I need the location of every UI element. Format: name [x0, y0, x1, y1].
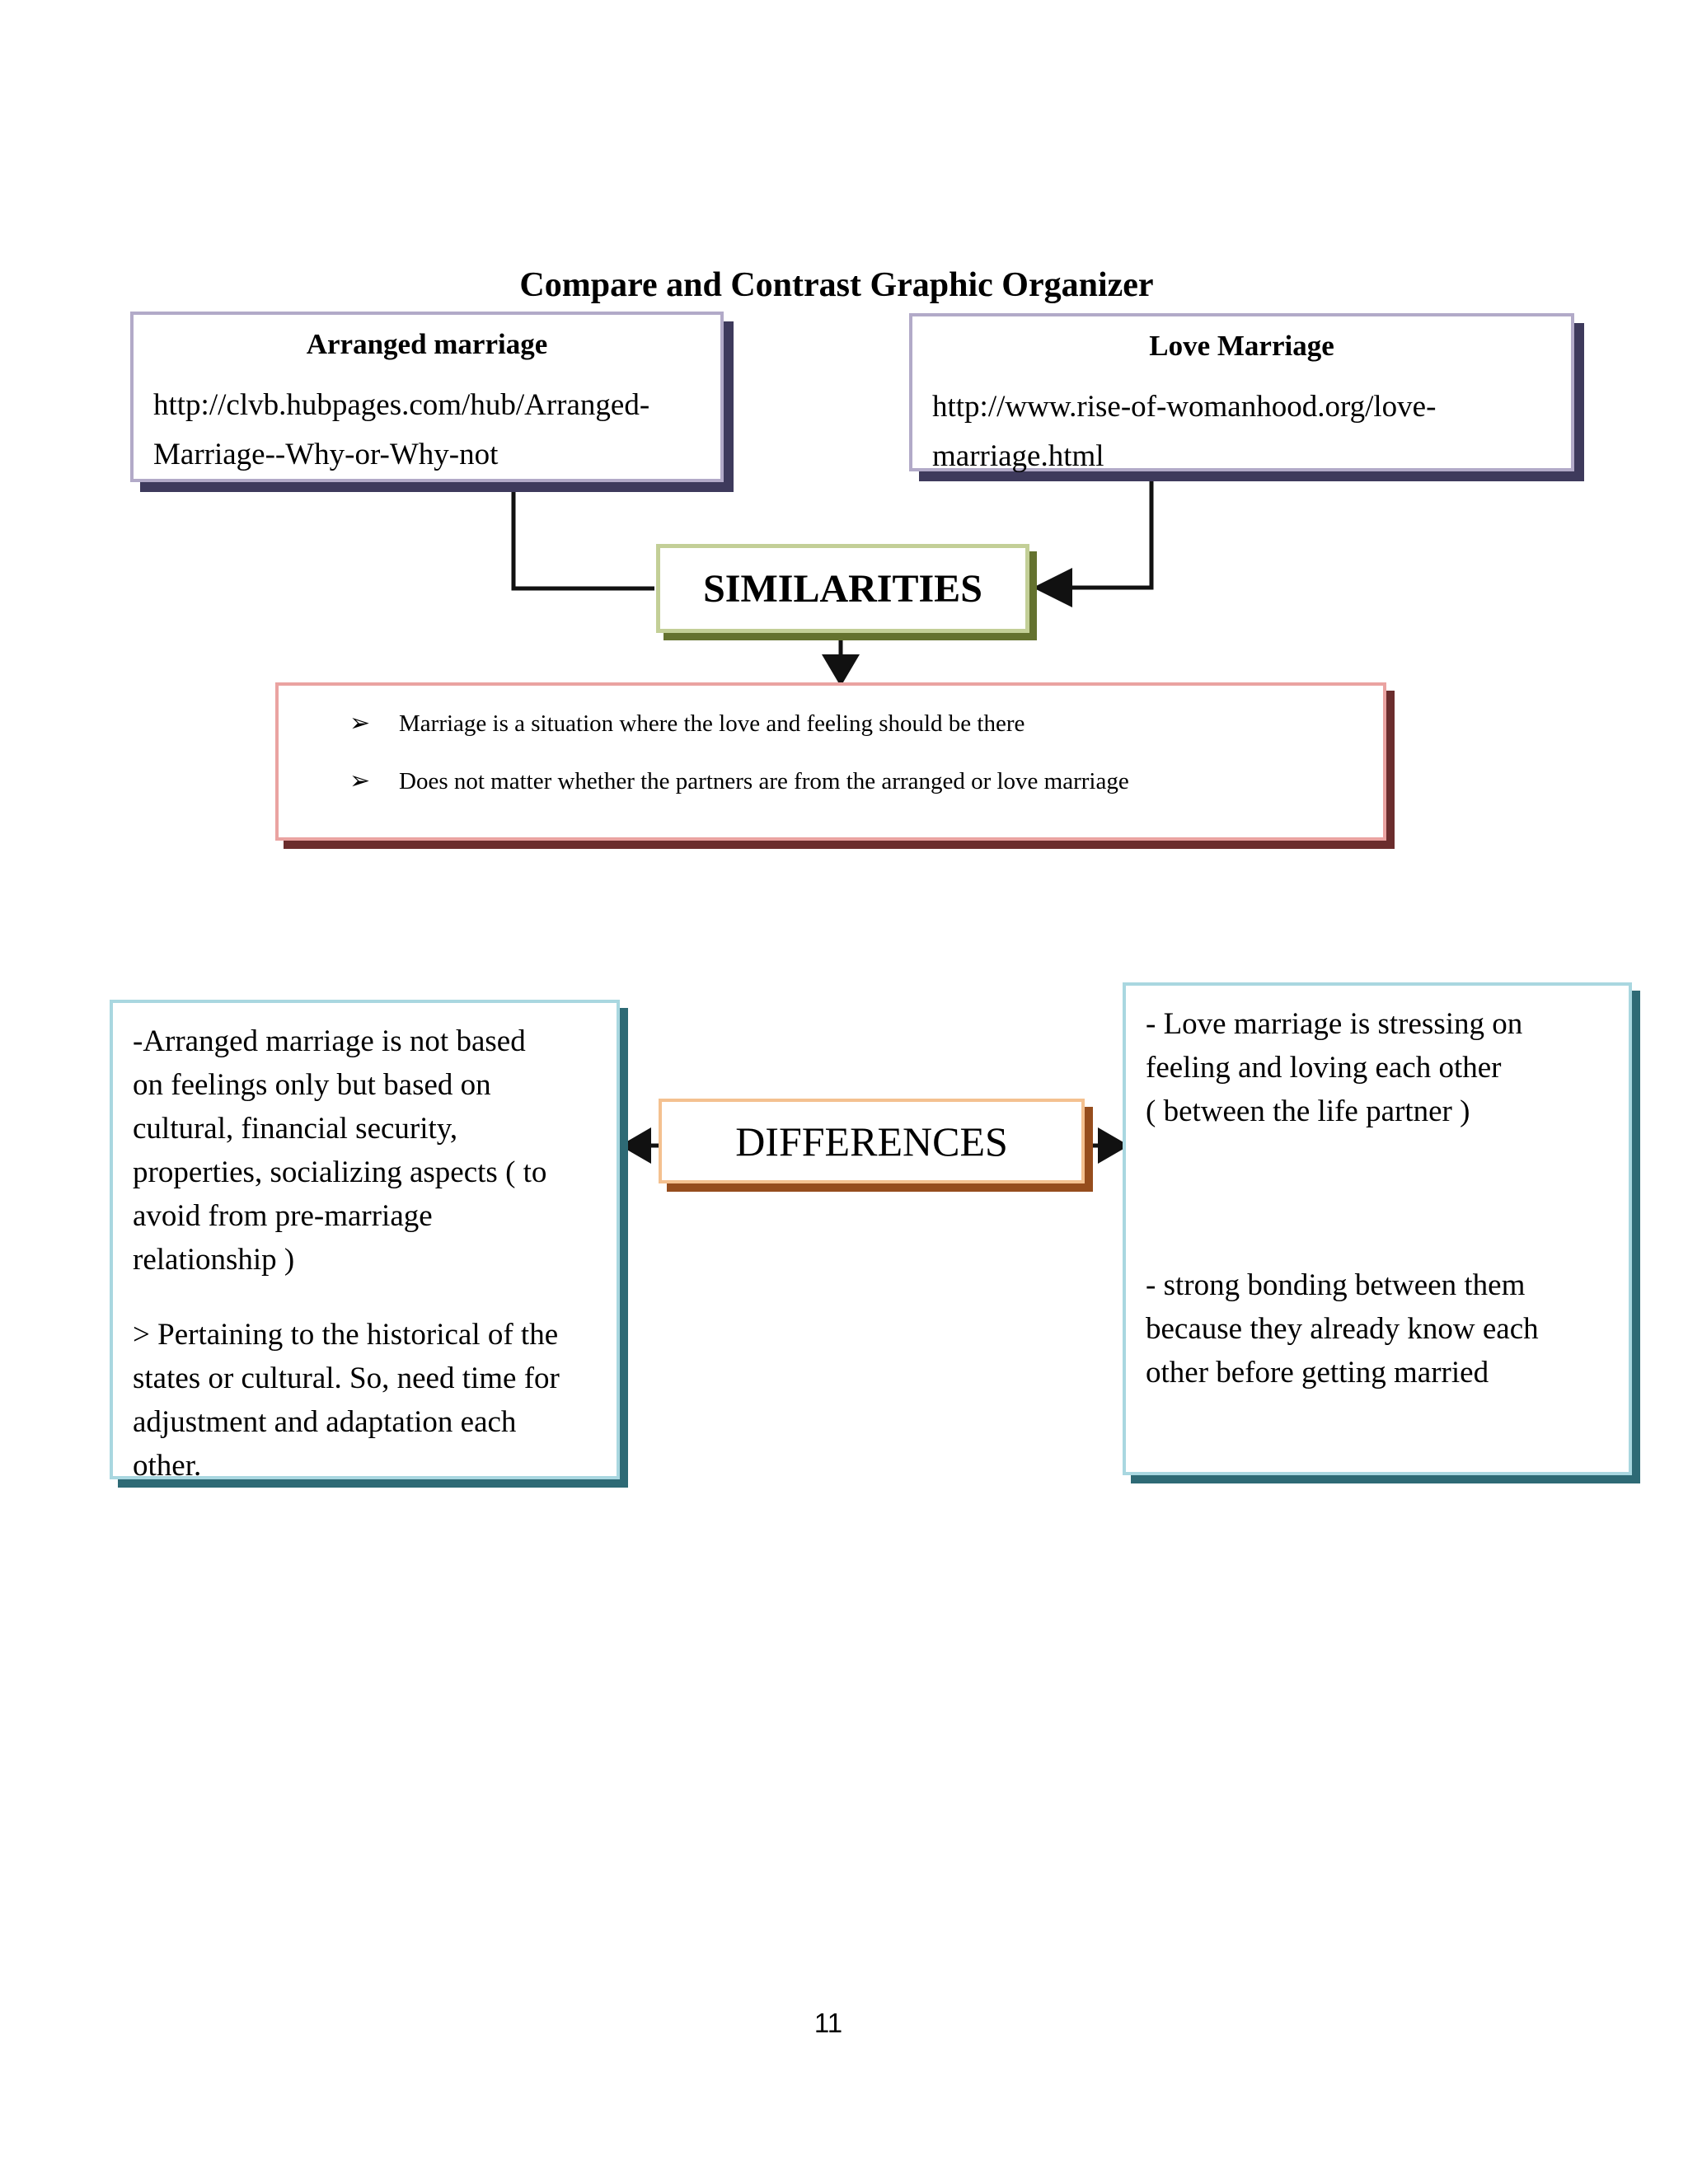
arrowhead-left-icon [1033, 568, 1072, 607]
difference-love-point-1: - Love marriage is stressing on feeling … [1146, 1007, 1523, 1128]
connector-similarities-to-content [822, 635, 860, 687]
difference-love-point-2: - strong bonding between them because th… [1146, 1268, 1539, 1390]
similarity-item: ➢ Does not matter whether the partners a… [349, 765, 1383, 798]
similarity-item: ➢ Marriage is a situation where the love… [349, 707, 1383, 740]
connector-right-source-to-similarities [1033, 473, 1154, 607]
similarities-label: SIMILARITIES [703, 566, 982, 611]
similarities-label-box: SIMILARITIES [656, 544, 1029, 633]
arrow-bullet-icon: ➢ [349, 767, 371, 794]
source-url-love: http://www.rise-of-womanhood.org/love- m… [932, 390, 1437, 473]
source-url-arranged: http://clvb.hubpages.com/hub/Arranged- M… [153, 388, 650, 471]
similarities-content-box: ➢ Marriage is a situation where the love… [275, 682, 1386, 841]
page-number: 11 [814, 2008, 843, 2038]
differences-label-box: DIFFERENCES [659, 1099, 1085, 1183]
connector-differences-to-left [620, 1127, 659, 1164]
differences-left-content-box: -Arranged marriage is not based on feeli… [110, 1000, 620, 1483]
source-title-arranged: Arranged marriage [306, 328, 548, 360]
source-title-love: Love Marriage [1149, 330, 1334, 362]
similarity-text: Does not matter whether the partners are… [399, 768, 1129, 794]
page-title: Compare and Contrast Graphic Organizer [519, 266, 1154, 304]
connector-left-source-to-similarities [511, 483, 654, 591]
difference-arranged-point-2: > Pertaining to the historical of the st… [133, 1318, 560, 1483]
difference-arranged-point-1: -Arranged marriage is not based on feeli… [133, 1024, 547, 1277]
source-box-arranged-marriage: Arranged marriage http://clvb.hubpages.c… [130, 312, 724, 482]
arrow-bullet-icon: ➢ [349, 710, 371, 737]
source-box-love-marriage: Love Marriage http://www.rise-of-womanho… [909, 313, 1574, 473]
differences-label: DIFFERENCES [735, 1118, 1008, 1165]
arrowhead-left-icon [620, 1127, 651, 1164]
differences-right-content-box: - Love marriage is stressing on feeling … [1123, 982, 1632, 1475]
similarity-text: Marriage is a situation where the love a… [399, 710, 1025, 737]
